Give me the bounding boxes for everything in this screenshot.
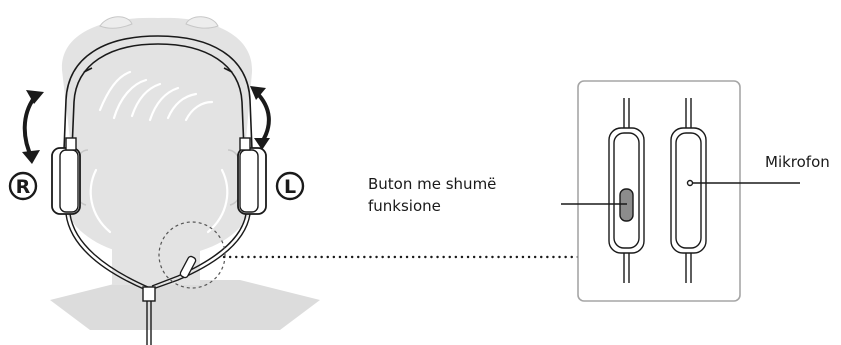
ponytail-left bbox=[99, 16, 133, 29]
right-side-letter: R bbox=[16, 176, 31, 198]
microphone-unit bbox=[670, 98, 707, 283]
rotate-arrow-left-icon bbox=[250, 86, 271, 150]
cable-splitter bbox=[142, 286, 156, 302]
cable-remote bbox=[179, 255, 197, 279]
inset-frame bbox=[577, 80, 741, 302]
microphone-label: Mikrofon bbox=[765, 153, 830, 171]
microphone-hole bbox=[686, 179, 694, 187]
rotate-arrow-right-icon bbox=[22, 90, 44, 164]
ear-cup-right bbox=[51, 137, 81, 215]
multi-function-button-label-line2: funksione bbox=[368, 197, 441, 215]
multi-function-button-label-line1: Buton me shumë bbox=[368, 175, 496, 193]
left-side-letter: L bbox=[284, 176, 296, 198]
head bbox=[61, 17, 254, 258]
ponytail-right bbox=[185, 16, 219, 29]
right-side-marker: R bbox=[8, 171, 38, 201]
headband bbox=[63, 35, 253, 151]
shoulders bbox=[50, 280, 320, 330]
zoom-circle bbox=[158, 221, 226, 289]
hair-strands bbox=[89, 70, 229, 234]
left-side-marker: L bbox=[275, 171, 305, 201]
person-silhouette bbox=[50, 16, 320, 330]
multi-function-button bbox=[619, 188, 634, 222]
ear-cup-left bbox=[237, 137, 267, 215]
